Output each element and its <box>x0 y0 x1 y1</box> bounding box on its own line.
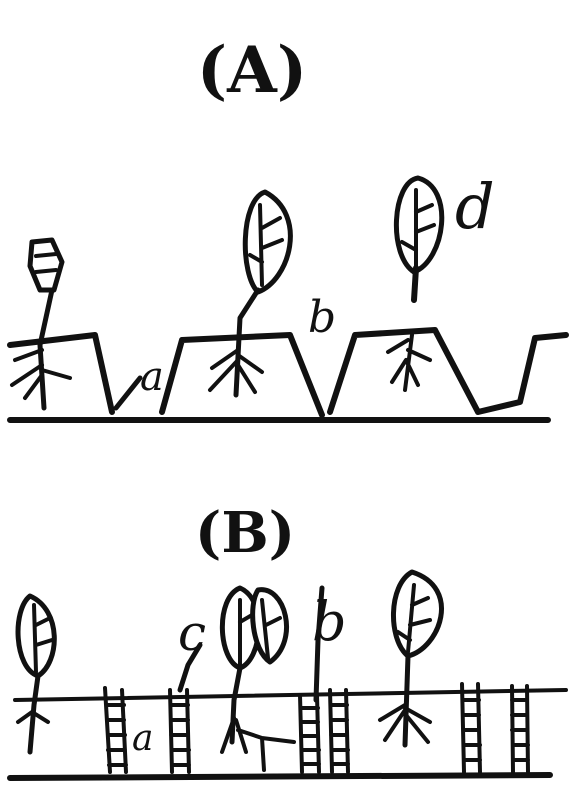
panel-b-plant-2 <box>222 588 294 770</box>
panel-b-plant-1 <box>18 596 54 752</box>
panel-a-label-b: b <box>308 292 336 343</box>
panel-b-plant-3 <box>380 572 441 745</box>
panel-b-soil-surface <box>15 690 566 700</box>
panel-a-plant-1 <box>12 240 70 408</box>
panel-b-label-c: c <box>178 604 206 662</box>
panel-a-plant-3 <box>388 178 442 390</box>
panel-b-label-a: a <box>132 718 153 759</box>
panel-a-arrow-a <box>116 378 140 408</box>
panel-b-bottom-line <box>10 775 550 778</box>
panel-a-plant-2 <box>210 192 290 395</box>
panel-a-title: (A) <box>197 33 307 108</box>
panel-b-title: (B) <box>195 500 295 566</box>
panel-a-label-d: d <box>455 170 495 243</box>
panel-a-label-a: a <box>140 354 164 400</box>
panel-a-bed-profile <box>10 330 566 420</box>
